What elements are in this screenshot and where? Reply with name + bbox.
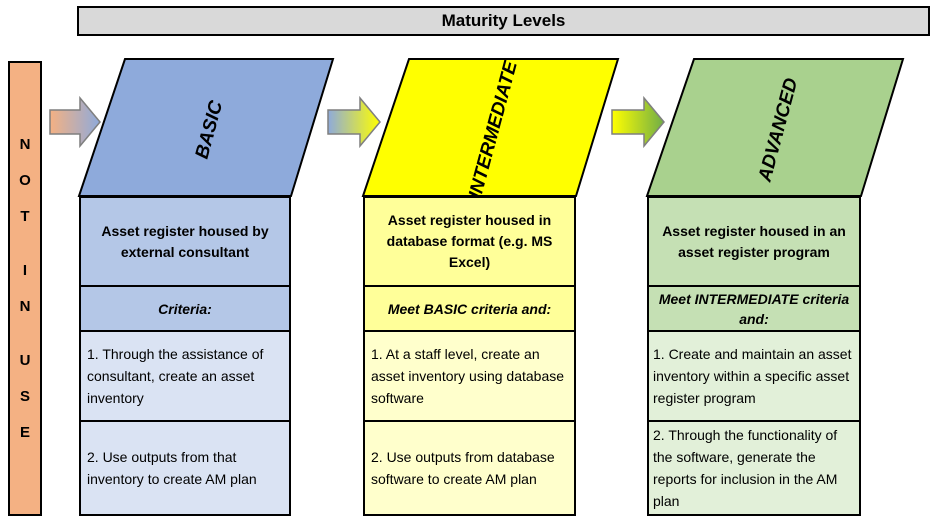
not-in-use-letter: T — [20, 207, 30, 225]
advanced-item-1: 1. Create and maintain an asset inventor… — [647, 330, 861, 422]
advanced-criteria: Meet INTERMEDIATE criteria and: — [647, 285, 861, 332]
not-in-use-letter: N — [19, 297, 31, 315]
not-in-use-letter: E — [19, 423, 30, 441]
advanced-parallelogram — [645, 58, 905, 197]
intermediate-criteria: Meet BASIC criteria and: — [363, 285, 576, 332]
not-in-use-letter: S — [19, 387, 30, 405]
basic-item-2: 2. Use outputs from that inventory to cr… — [79, 420, 291, 516]
maturity-levels-header: Maturity Levels — [77, 6, 930, 36]
intermediate-description: Asset register housed in database format… — [363, 196, 576, 287]
intermediate-item-1: 1. At a staff level, create an asset inv… — [363, 330, 576, 422]
arrow-intermediate-to-advanced — [611, 95, 665, 149]
not-in-use-letter: N — [19, 135, 31, 153]
intermediate-item-2: 2. Use outputs from database software to… — [363, 420, 576, 516]
basic-parallelogram — [77, 58, 335, 197]
not-in-use-letter: O — [19, 171, 31, 189]
not-in-use-bar: N O T I N U S E — [8, 61, 42, 516]
basic-criteria: Criteria: — [79, 285, 291, 332]
intermediate-parallelogram — [361, 58, 620, 197]
basic-item-1: 1. Through the assistance of consultant,… — [79, 330, 291, 422]
arrow-not-in-use-to-basic — [49, 95, 101, 149]
arrow-basic-to-intermediate — [327, 95, 381, 149]
header-title: Maturity Levels — [441, 11, 566, 30]
advanced-description: Asset register housed in an asset regist… — [647, 196, 861, 287]
basic-description: Asset register housed by external consul… — [79, 196, 291, 287]
not-in-use-letter: I — [22, 261, 28, 279]
advanced-item-2: 2. Through the functionality of the soft… — [647, 420, 861, 516]
not-in-use-letter: U — [19, 351, 31, 369]
